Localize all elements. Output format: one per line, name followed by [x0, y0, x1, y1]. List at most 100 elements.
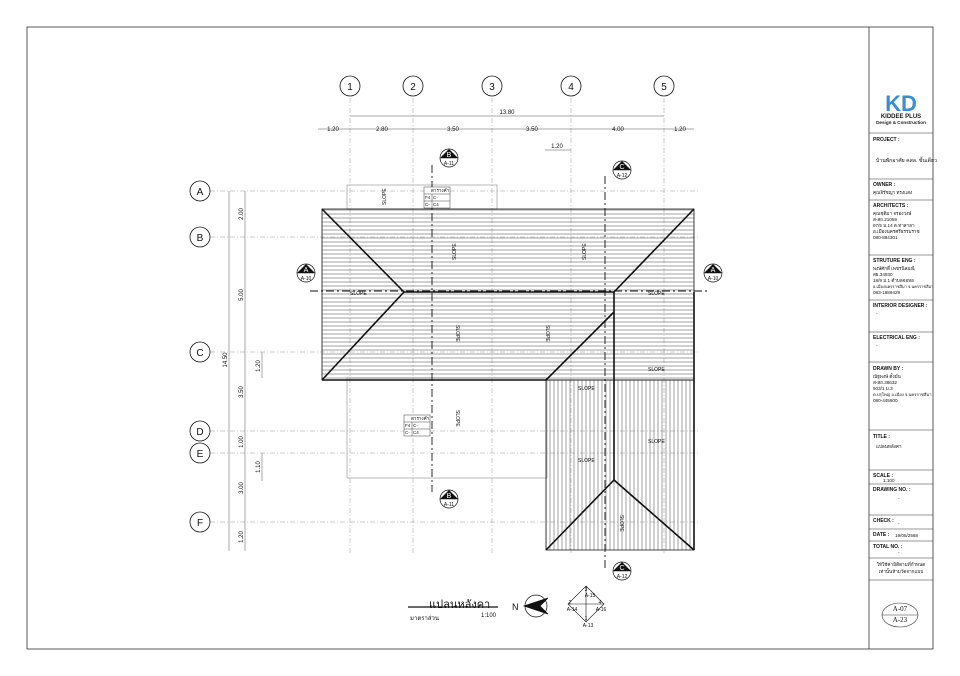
svg-text:SLOPE: SLOPE: [618, 515, 624, 532]
company-name: KIDDEE PLUS: [880, 114, 922, 120]
check-label: CHECK :: [873, 518, 894, 524]
svg-text:B: B: [447, 493, 452, 500]
svg-text:A-10: A-10: [301, 276, 312, 282]
scale-label: SCALE :: [873, 473, 893, 479]
axis-label-E: E: [197, 449, 204, 460]
sheet-border: [26, 26, 934, 650]
interior-label: INTERIOR DESIGNER :: [873, 303, 928, 309]
svg-text:1.20: 1.20: [256, 360, 262, 372]
svg-text:A-12: A-12: [617, 574, 628, 580]
axis-label-3: 3: [489, 82, 495, 93]
svg-text:SLOPE: SLOPE: [382, 188, 388, 205]
svg-text:1.20: 1.20: [551, 144, 563, 150]
svg-text:A-13: A-13: [583, 623, 594, 629]
note-line-1: ให้ใช้ค่ามิติตามที่กำหนด: [876, 562, 926, 567]
plan-scale-value: 1:100: [481, 613, 497, 619]
check-value: -: [898, 521, 900, 526]
sheet-number: A-07: [892, 605, 908, 613]
svg-text:SLOPE: SLOPE: [452, 243, 458, 260]
svg-text:A-14: A-14: [567, 607, 578, 613]
svg-text:F4: F4: [425, 195, 431, 200]
title-label: TITLE :: [873, 434, 890, 440]
structure-line: 18/9 ม.1 ตำบลจอหอ: [873, 278, 914, 283]
svg-text:B: B: [447, 152, 452, 159]
drawn-line: ส-สถ.36632: [873, 380, 897, 385]
axis-bubble-2: [402, 75, 424, 97]
plan-scale-label: มาตราส่วน: [410, 616, 439, 622]
dimensions-top: [318, 115, 694, 151]
section-marker-C-bottom: C A-12: [612, 561, 632, 581]
svg-text:C4: C4: [413, 430, 419, 435]
drawing-no-value: -: [898, 496, 900, 501]
drawn-line: ต.ปรุใหญ่ อ.เมือง จ.นครราชสีมา: [873, 392, 932, 397]
architect-line: 97/5 ม.14 ต.ทาสาลา: [873, 223, 915, 228]
architect-line: อ.เมืองนครศรีธรรมราช: [873, 229, 920, 234]
svg-text:KD: KD: [885, 91, 917, 116]
axis-label-F: F: [197, 518, 203, 529]
roof-main: [321, 208, 695, 381]
structure-line: สย.34930: [873, 272, 893, 277]
axis-bubbles-left: [189, 180, 211, 533]
svg-text:C-: C-: [433, 195, 438, 200]
svg-text:1.00: 1.00: [239, 436, 245, 448]
date-value: 19/05/2568: [895, 533, 918, 538]
svg-text:A-10: A-10: [708, 276, 719, 282]
plan-title: แปลนหลังคา: [429, 599, 491, 611]
svg-text:A-11: A-11: [444, 502, 454, 508]
svg-text:SLOPE: SLOPE: [350, 291, 367, 297]
svg-text:1.20: 1.20: [327, 127, 339, 133]
svg-text:2: 2: [569, 600, 572, 606]
dim-total-top: 13.80: [499, 110, 515, 116]
section-marker-B-top: B A-11: [439, 148, 459, 168]
drawing-no-label: DRAWING NO. :: [873, 487, 911, 493]
svg-text:3.00: 3.00: [239, 482, 245, 494]
drawn-line: 080-445600: [873, 398, 898, 403]
project-value: บ้านพักอาศัย คสล. ชั้นเดียว: [876, 158, 937, 164]
electrical-label: ELECTRICAL ENG :: [873, 335, 920, 341]
title-block-rows: [869, 132, 933, 581]
slope-labels: SLOPE SLOPE SLOPE SLOPE SLOPE SLOPE SLOP…: [350, 188, 665, 533]
svg-text:SLOPE: SLOPE: [582, 243, 588, 260]
section-marker-A-left: A A-10: [296, 263, 316, 283]
kd-logo-icon: KD: [885, 91, 917, 116]
total-label: TOTAL NO. :: [873, 544, 903, 550]
svg-text:1.20: 1.20: [674, 127, 686, 133]
interior-value: -: [876, 311, 878, 316]
title-value: แปลนหลังคา: [876, 444, 902, 449]
svg-text:3.50: 3.50: [239, 386, 245, 398]
architect-line: คุณชุติมา จรองวงษ์: [873, 211, 912, 216]
project-label: PROJECT :: [873, 137, 900, 143]
svg-text:3: 3: [585, 587, 588, 593]
date-label: DATE :: [873, 532, 890, 538]
drawn-line: ณัฐพงษ์ ตั้งมั่น: [873, 374, 901, 379]
drawn-line: 503/1 ม.3: [873, 386, 893, 391]
drawn-label: DRAWN BY :: [873, 366, 904, 372]
svg-text:F4: F4: [405, 423, 411, 428]
structure-label: STRUTURE ENG :: [873, 258, 916, 264]
company-sub: Design & Construction: [876, 120, 926, 125]
electrical-value: -: [876, 343, 878, 348]
owner-value: คุณจิรัชญา ทรงแสง: [873, 190, 913, 195]
svg-text:SLOPE: SLOPE: [648, 439, 665, 445]
svg-text:N: N: [512, 602, 519, 612]
svg-text:C-: C-: [425, 202, 430, 207]
axis-label-A: A: [197, 187, 204, 198]
schedule-table-top: [423, 186, 451, 209]
svg-text:4.00: 4.00: [612, 127, 624, 133]
svg-text:5.00: 5.00: [239, 289, 245, 301]
svg-text:A-15: A-15: [585, 593, 596, 599]
axis-label-D: D: [196, 427, 203, 438]
elevation-marker: [567, 585, 605, 623]
svg-text:SLOPE: SLOPE: [648, 367, 665, 373]
svg-text:14.50: 14.50: [223, 352, 229, 368]
svg-text:SLOPE: SLOPE: [578, 458, 595, 464]
svg-text:SLOPE: SLOPE: [578, 386, 595, 392]
axis-label-B: B: [197, 233, 204, 244]
structure-line: พงษ์ศักดิ์ เพชรนิลมณี: [873, 266, 915, 271]
axis-label-5: 5: [661, 82, 667, 93]
axis-label-C: C: [196, 348, 203, 359]
svg-text:C: C: [619, 565, 624, 572]
svg-text:C: C: [619, 164, 624, 171]
svg-text:2.00: 2.00: [239, 208, 245, 220]
